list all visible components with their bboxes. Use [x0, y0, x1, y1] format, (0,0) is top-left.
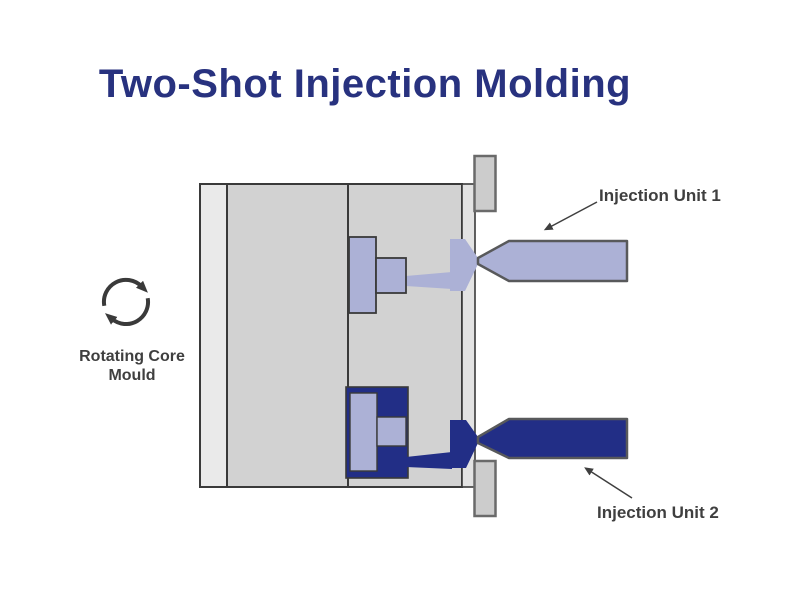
injection-unit-1-label: Injection Unit 1 — [599, 186, 721, 205]
arrow-down-left-icon — [543, 201, 598, 231]
rotating-core-label-line1: Rotating Core — [79, 348, 185, 365]
injection-unit-2-label: Injection Unit 2 — [597, 503, 719, 522]
runner-first-shot — [406, 272, 452, 289]
guide-block-top — [473, 154, 497, 213]
cavity-insert-first-shot-core — [348, 236, 377, 314]
cavity-insert-second-station-core — [349, 392, 378, 472]
injection-unit-2-barrel — [476, 417, 629, 460]
mold-block — [226, 183, 463, 488]
guide-block-bottom — [473, 459, 497, 518]
page-title: Two-Shot Injection Molding — [98, 62, 632, 106]
sprue-first-shot — [450, 239, 478, 291]
cavity-insert-first-shot-part — [375, 257, 407, 294]
circular-arrows-clockwise-icon — [101, 277, 151, 327]
cavity-insert-second-station-part — [376, 416, 407, 447]
sprue-second-shot — [450, 420, 478, 468]
arrow-up-left-icon — [584, 467, 633, 499]
runner-second-shot — [406, 452, 452, 469]
injection-unit-1-barrel — [476, 239, 629, 283]
rotating-core-label-line2: Mould — [108, 367, 156, 385]
platen-left — [199, 183, 228, 488]
rotating-core-mould-label: Rotating Core Mould — [47, 347, 217, 385]
